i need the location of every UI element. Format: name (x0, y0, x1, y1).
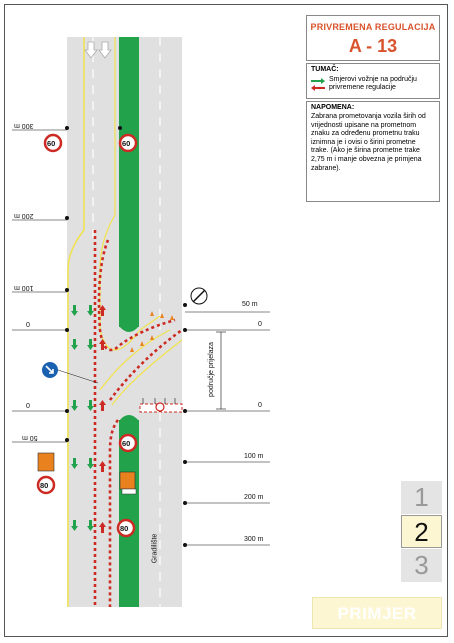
distance-right-200: 200 m (244, 494, 264, 501)
distance-left-100: 100 m (14, 284, 34, 291)
speed-value: 60 (47, 139, 56, 148)
distance-left-50: 50 m (22, 434, 38, 441)
distance-right-0-b: 0 (258, 402, 262, 409)
page-3-button[interactable]: 3 (401, 549, 442, 582)
distance-left-0-a: 0 (26, 322, 30, 329)
lane-arrows (84, 41, 112, 59)
speed-value: 80 (120, 524, 129, 533)
legend-text: Smjerovi vožnje na području privremene r… (329, 76, 417, 91)
speed-value: 60 (122, 139, 131, 148)
distance-left-200: 200 m (14, 212, 34, 219)
direction-arrows-red (99, 305, 106, 533)
drawing-sheet (4, 4, 448, 637)
guard-lines (93, 230, 183, 607)
legend-box: TUMAČ: Smjerovi vožnje na području privr… (306, 63, 440, 99)
legend-heading: TUMAČ: (311, 66, 339, 73)
note-box: NAPOMENA: Zabrana prometovanja vozila ši… (306, 101, 440, 202)
distance-left-0-b: 0 (26, 403, 30, 410)
traffic-cones (130, 311, 174, 352)
speed-limit-signs (36, 133, 138, 538)
median-north (119, 37, 139, 327)
temporary-edge-line (67, 37, 85, 607)
end-restriction-sign (190, 287, 208, 305)
distance-right-0-a: 0 (258, 321, 262, 328)
speed-value: 80 (40, 481, 49, 490)
distance-right-300: 300 m (244, 536, 264, 543)
transition-zone-label: područje prijelaza (207, 342, 215, 397)
worksite-signs (37, 452, 137, 495)
note-body: Zabrana prometovanja vozila širih od vri… (311, 113, 426, 172)
speed-value: 60 (122, 439, 131, 448)
distance-left-300: 300 m (14, 122, 34, 129)
title-box: PRIVREMENA REGULACIJA A - 13 (306, 15, 440, 61)
worksite-label: Gradilište (151, 533, 159, 564)
scheme-code: A - 13 (348, 36, 398, 56)
median-south (119, 420, 139, 607)
distance-right-100: 100 m (244, 453, 264, 460)
title-line1: PRIVREMENA REGULACIJA (310, 22, 436, 32)
keep-right-sign (42, 362, 99, 384)
barrier-lamps (142, 398, 176, 412)
note-heading: NAPOMENA: (311, 104, 355, 111)
example-button[interactable]: PRIMJER (312, 597, 442, 629)
distance-right-50: 50 m (242, 301, 258, 308)
direction-arrows-green (71, 305, 94, 531)
page-1-button[interactable]: 1 (401, 481, 442, 514)
page-2-button[interactable]: 2 (401, 515, 442, 548)
direction-arrows-icon (311, 78, 325, 91)
